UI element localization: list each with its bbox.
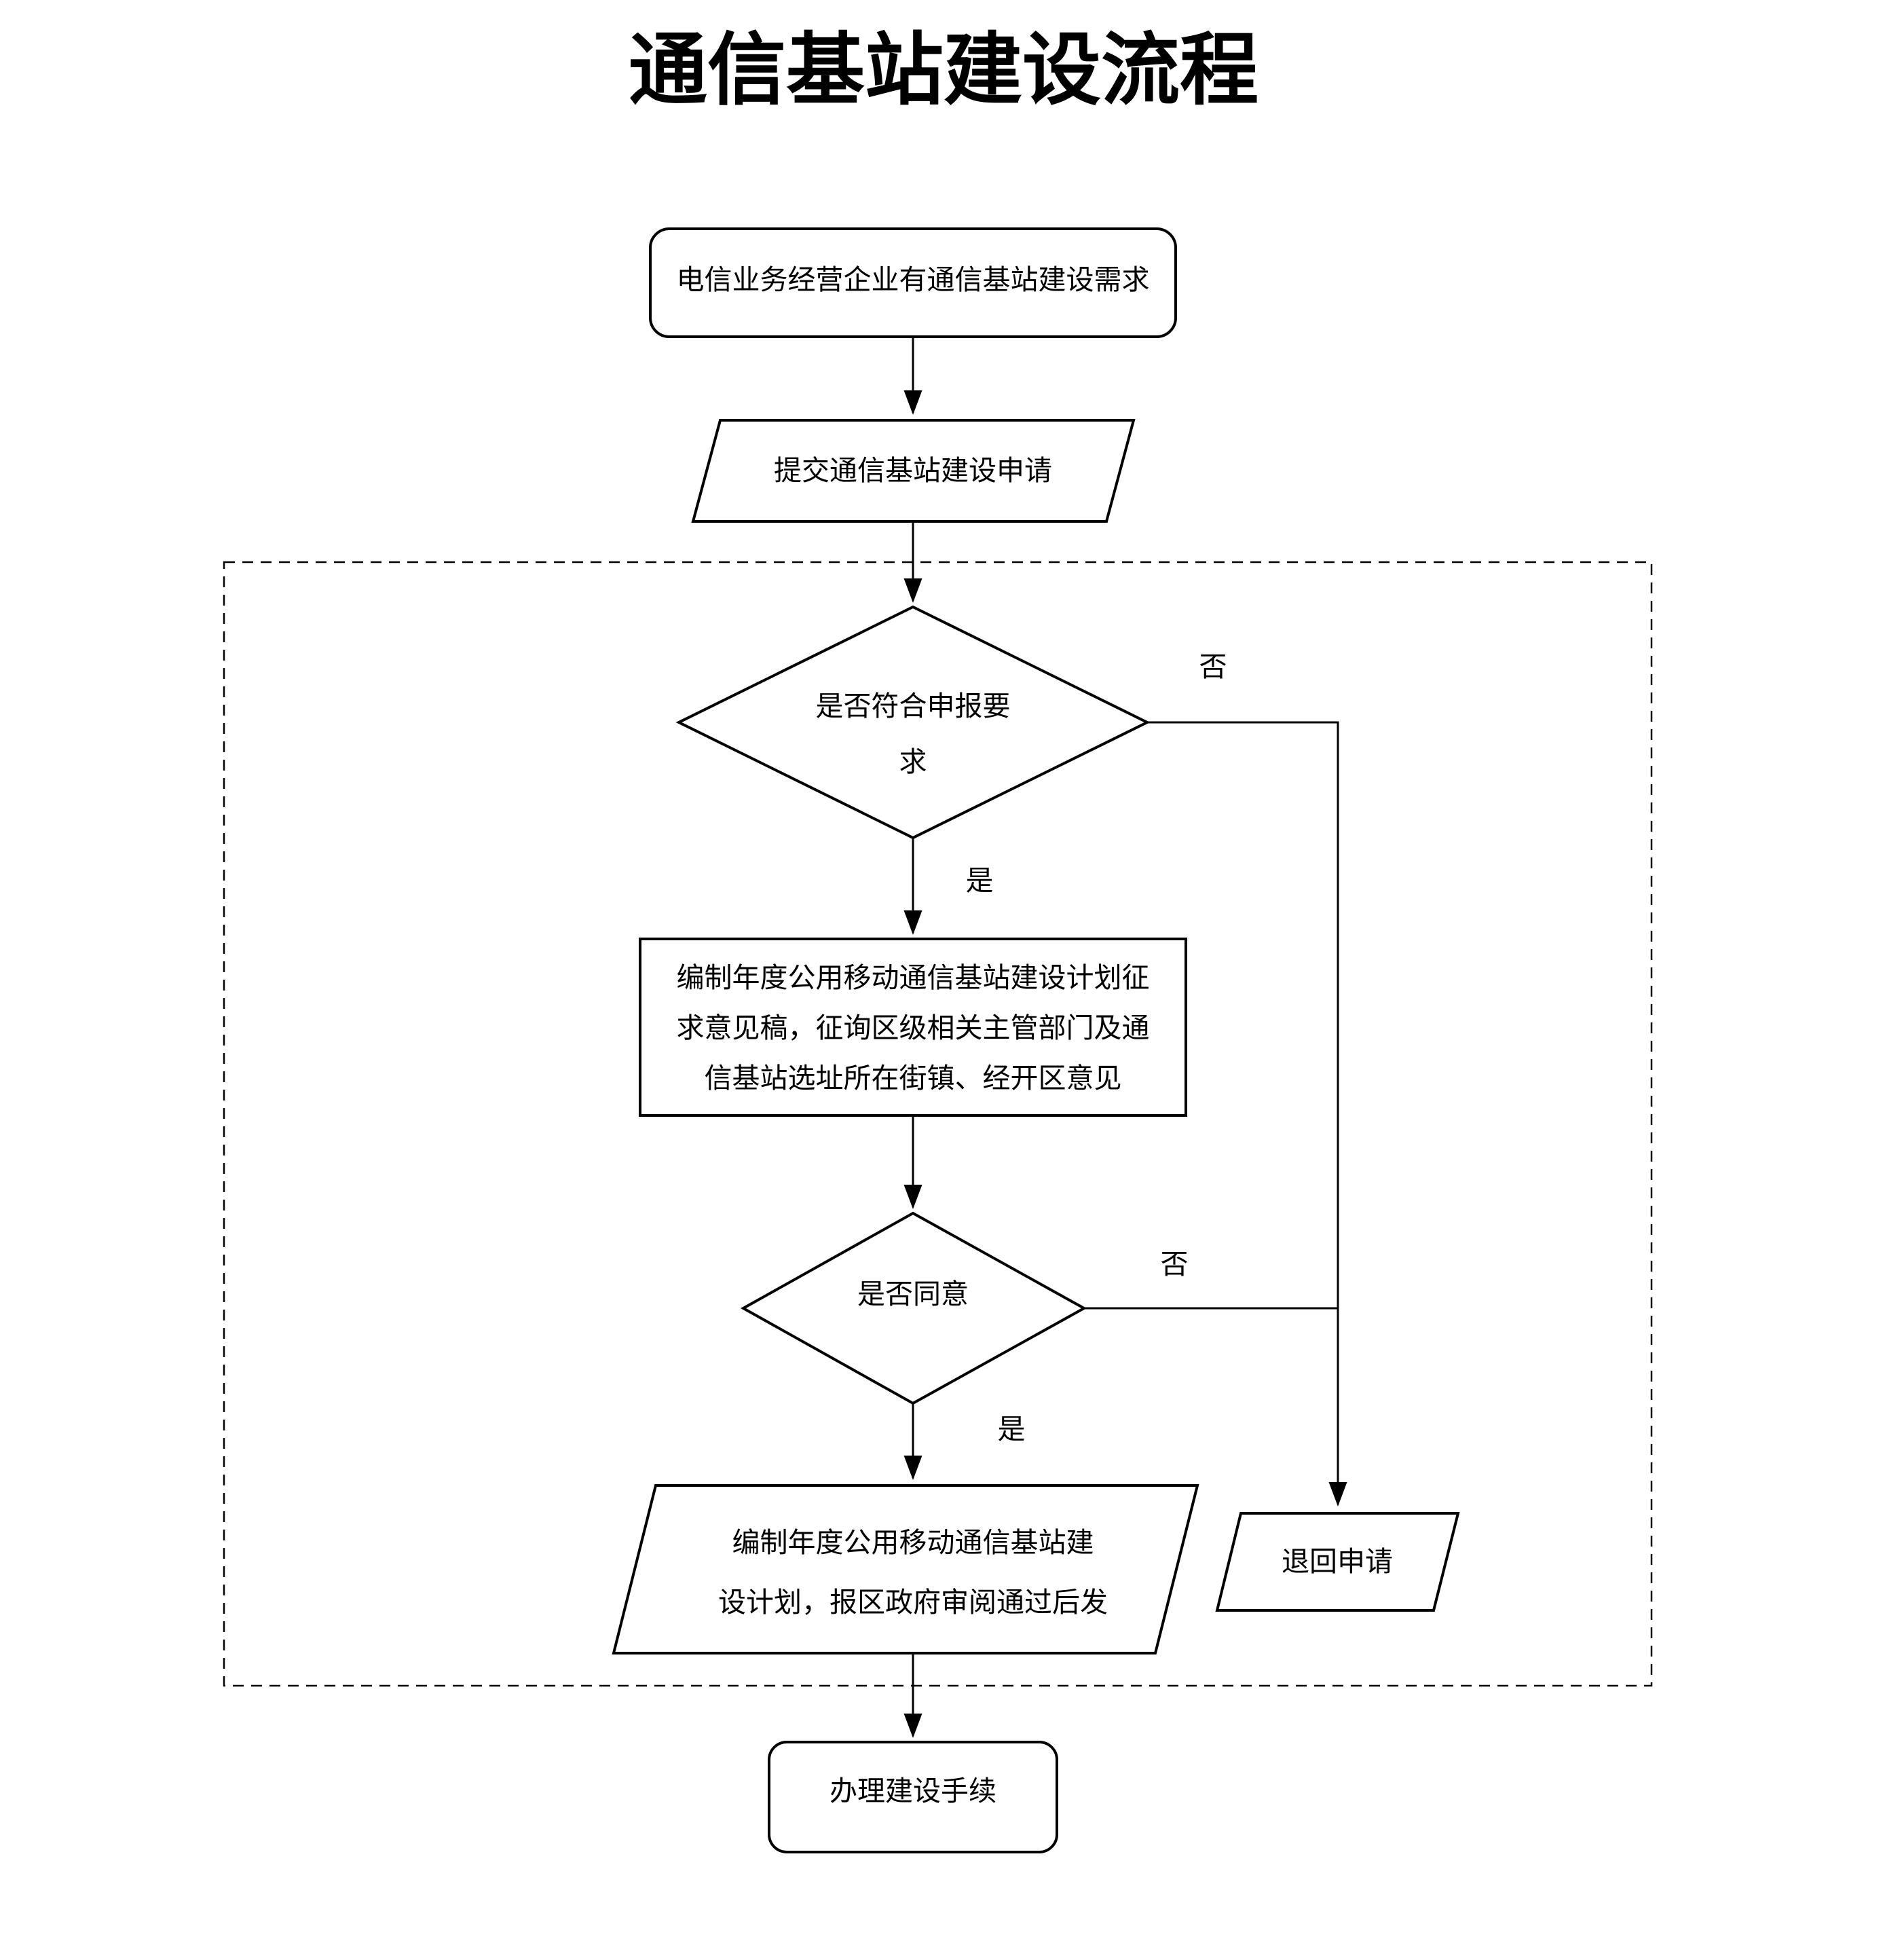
submit-node: 提交通信基站建设申请 [691, 419, 1136, 523]
plan-node: 编制年度公用移动通信基站建 设计划，报区政府审阅通过后发 [612, 1484, 1199, 1654]
final-node-label: 办理建设手续 [829, 1775, 996, 1807]
reject-node-label: 退回申请 [1282, 1546, 1393, 1577]
submit-node-label: 提交通信基站建设申请 [774, 455, 1052, 486]
reject-node: 退回申请 [1215, 1512, 1460, 1612]
decision2-label: 是否同意 [857, 1278, 969, 1310]
decision1-node: 是否符合申报要 求 [675, 605, 1151, 840]
start-node-label: 电信业务经营企业有通信基站建设需求 [677, 264, 1150, 295]
final-node: 办理建设手续 [768, 1741, 1058, 1853]
decision2-node: 是否同意 [740, 1211, 1087, 1405]
decision1-yes-label: 是 [966, 865, 994, 896]
decision1-label-line1: 是否符合申报要 [816, 690, 1011, 722]
decision2-no-label: 否 [1161, 1249, 1189, 1280]
decision1-label-line2: 求 [899, 746, 927, 777]
draft-plan-node: 编制年度公用移动通信基站建设计划征 求意见稿，征询区级相关主管部门及通 信基站选… [639, 938, 1187, 1117]
final-node-shape [768, 1741, 1058, 1853]
decision1-no-label: 否 [1199, 651, 1227, 682]
review-region-dashed-frame [223, 561, 1653, 1687]
plan-label-line2: 设计划，报区政府审阅通过后发 [718, 1587, 1108, 1618]
submit-node-shape [691, 419, 1136, 523]
draft-plan-label-line3: 信基站选址所在街镇、经开区意见 [705, 1062, 1122, 1094]
plan-label-line1: 编制年度公用移动通信基站建 [732, 1527, 1094, 1558]
start-node: 电信业务经营企业有通信基站建设需求 [649, 227, 1177, 338]
draft-plan-label-line2: 求意见稿，征询区级相关主管部门及通 [677, 1012, 1150, 1043]
reject-node-shape [1215, 1512, 1460, 1612]
diagram-title: 通信基站建设流程 [629, 28, 1258, 115]
plan-node-shape [612, 1484, 1199, 1654]
decision1-node-shape [675, 605, 1151, 840]
draft-plan-node-shape [639, 938, 1187, 1117]
no-branch-rail [1147, 721, 1347, 1506]
draft-plan-label-line1: 编制年度公用移动通信基站建设计划征 [677, 962, 1150, 993]
decision2-yes-label: 是 [998, 1413, 1026, 1445]
